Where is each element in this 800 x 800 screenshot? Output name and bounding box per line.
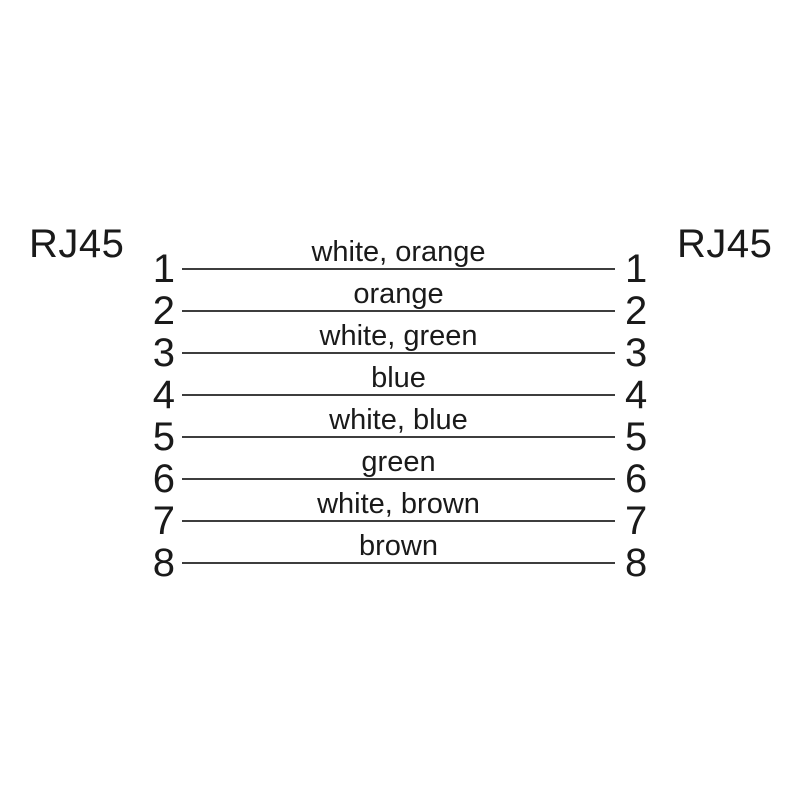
wire-color-label: blue: [371, 362, 426, 394]
wire-color-label: brown: [359, 530, 438, 562]
left-pin-number: 5: [152, 415, 175, 459]
wire-color-label: white, blue: [329, 404, 468, 436]
left-pin-number: 8: [152, 541, 175, 585]
pin-row: 8 brown 8: [0, 530, 800, 584]
wire-line: [182, 562, 615, 564]
right-pin-number: 5: [625, 415, 648, 459]
pin-row: 3 white, green 3: [0, 320, 800, 374]
wire-color-label: white, brown: [317, 488, 480, 520]
right-pin-number: 2: [625, 289, 648, 333]
wire: orange: [182, 278, 615, 312]
wire-color-label: white, green: [319, 320, 478, 352]
wire: blue: [182, 362, 615, 396]
wire: brown: [182, 530, 615, 564]
left-pin-number: 2: [152, 289, 175, 333]
right-pin-number: 1: [625, 247, 648, 291]
wire: white, green: [182, 320, 615, 354]
wire-line: [182, 352, 615, 354]
wire-color-label: orange: [353, 278, 444, 310]
pin-row: 6 green 6: [0, 446, 800, 500]
wire-line: [182, 436, 615, 438]
wire-color-label: green: [361, 446, 436, 478]
wire-line: [182, 268, 615, 270]
right-pin-number: 3: [625, 331, 648, 375]
pin-row: 2 orange 2: [0, 278, 800, 332]
wire-line: [182, 310, 615, 312]
wire: green: [182, 446, 615, 480]
right-pin-number: 6: [625, 457, 648, 501]
right-pin-number: 8: [625, 541, 648, 585]
wire: white, brown: [182, 488, 615, 522]
wire-line: [182, 478, 615, 480]
wire: white, orange: [182, 236, 615, 270]
pin-row: 1 white, orange 1: [0, 236, 800, 290]
pin-row: 4 blue 4: [0, 362, 800, 416]
left-pin-number: 3: [152, 331, 175, 375]
pin-row: 5 white, blue 5: [0, 404, 800, 458]
wire-line: [182, 394, 615, 396]
right-pin-number: 7: [625, 499, 648, 543]
wire-line: [182, 520, 615, 522]
right-pin-number: 4: [625, 373, 648, 417]
left-pin-number: 6: [152, 457, 175, 501]
left-pin-number: 4: [152, 373, 175, 417]
wire-color-label: white, orange: [311, 236, 486, 268]
left-connector-label: RJ45: [29, 222, 125, 266]
left-pin-number: 7: [152, 499, 175, 543]
wire: white, blue: [182, 404, 615, 438]
left-pin-number: 1: [152, 247, 175, 291]
pin-row: 7 white, brown 7: [0, 488, 800, 542]
right-connector-label: RJ45: [677, 222, 773, 266]
